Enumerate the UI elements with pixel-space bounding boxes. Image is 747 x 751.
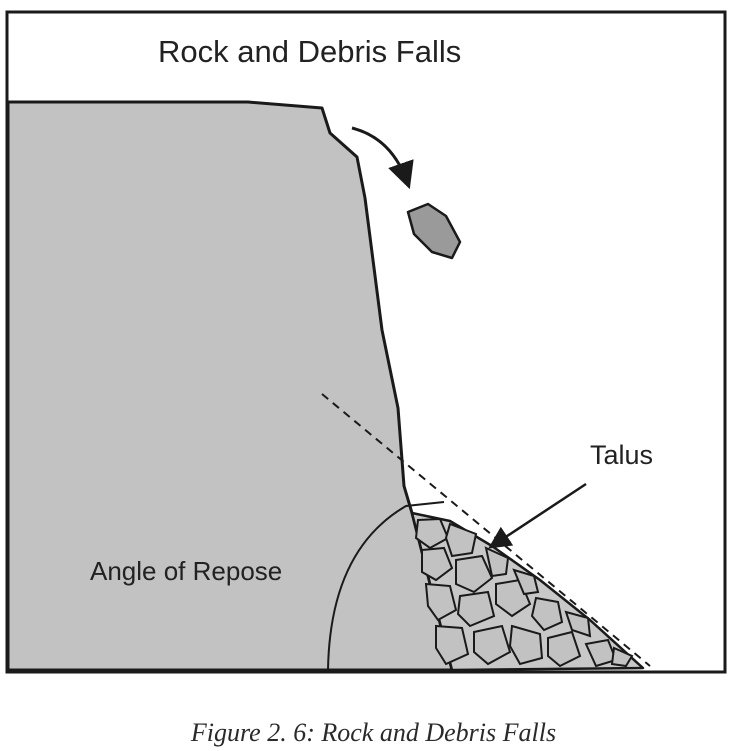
- talus-rock: [547, 630, 582, 668]
- talus-rock: [456, 590, 496, 628]
- talus-rock: [564, 610, 592, 638]
- repose-dashed-line: [321, 393, 651, 667]
- talus-rock: [508, 624, 544, 666]
- talus-rock: [414, 517, 450, 550]
- talus-rock: [455, 554, 494, 594]
- talus-rock: [530, 596, 564, 632]
- talus-rock: [473, 624, 512, 666]
- talus-rock: [512, 568, 540, 596]
- talus-arrow: [488, 482, 587, 549]
- talus-rock: [435, 624, 470, 666]
- talus-rocks: [414, 517, 634, 668]
- talus-rock: [484, 546, 510, 578]
- talus-rock: [610, 646, 634, 668]
- talus-rock: [424, 582, 458, 622]
- talus-label: Talus: [590, 440, 653, 470]
- figure-caption: Figure 2. 6: Rock and Debris Falls: [190, 718, 557, 747]
- talus-rock: [444, 522, 478, 558]
- angle-arc: [327, 501, 445, 671]
- diagram-title: Rock and Debris Falls: [158, 34, 461, 69]
- angle-of-repose-label: Angle of Repose: [90, 556, 282, 586]
- talus-rock: [421, 546, 454, 582]
- fall-arrow: [351, 126, 414, 190]
- falling-rock: [406, 202, 462, 260]
